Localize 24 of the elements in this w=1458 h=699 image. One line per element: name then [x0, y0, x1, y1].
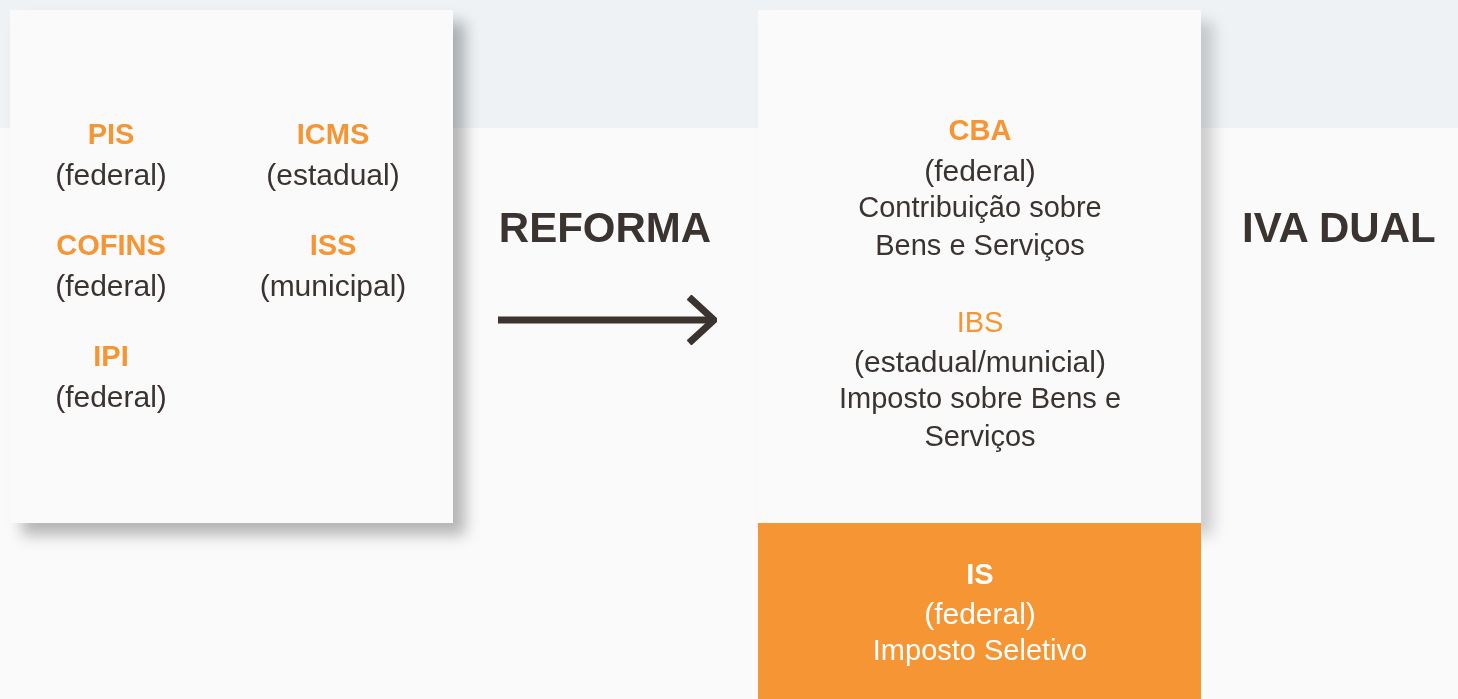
tax-scope: (federal) — [54, 156, 168, 193]
tax-description: Imposto sobre Bens e Serviços — [837, 381, 1123, 454]
tax-description: Imposto Seletivo — [871, 633, 1089, 669]
selective-tax-panel — [758, 523, 1201, 699]
tax-name: COFINS — [55, 228, 167, 264]
tax-name: IPI — [92, 339, 130, 375]
tax-scope: (estadual) — [265, 156, 401, 193]
tax-scope: (federal) — [54, 378, 168, 415]
tax-name: CBA — [947, 113, 1013, 149]
tax-description: Contribuição sobre Bens e Serviços — [857, 190, 1103, 263]
tax-name: IS — [965, 557, 995, 593]
tax-name: IBS — [955, 305, 1005, 341]
tax-scope: (federal) — [923, 595, 1037, 632]
tax-scope: (estadual/municial) — [853, 343, 1107, 380]
tax-card — [758, 10, 1201, 523]
tax-scope: (municipal) — [258, 267, 408, 304]
tax-name: ICMS — [295, 117, 371, 153]
tax-name: PIS — [86, 117, 136, 153]
tax-scope: (federal) — [54, 267, 168, 304]
tax-scope: (federal) — [923, 152, 1037, 189]
heading-label: IVA DUAL — [1242, 204, 1436, 252]
tax-card — [10, 10, 453, 523]
edge-label: REFORMA — [498, 204, 712, 252]
tax-name: ISS — [308, 228, 358, 264]
